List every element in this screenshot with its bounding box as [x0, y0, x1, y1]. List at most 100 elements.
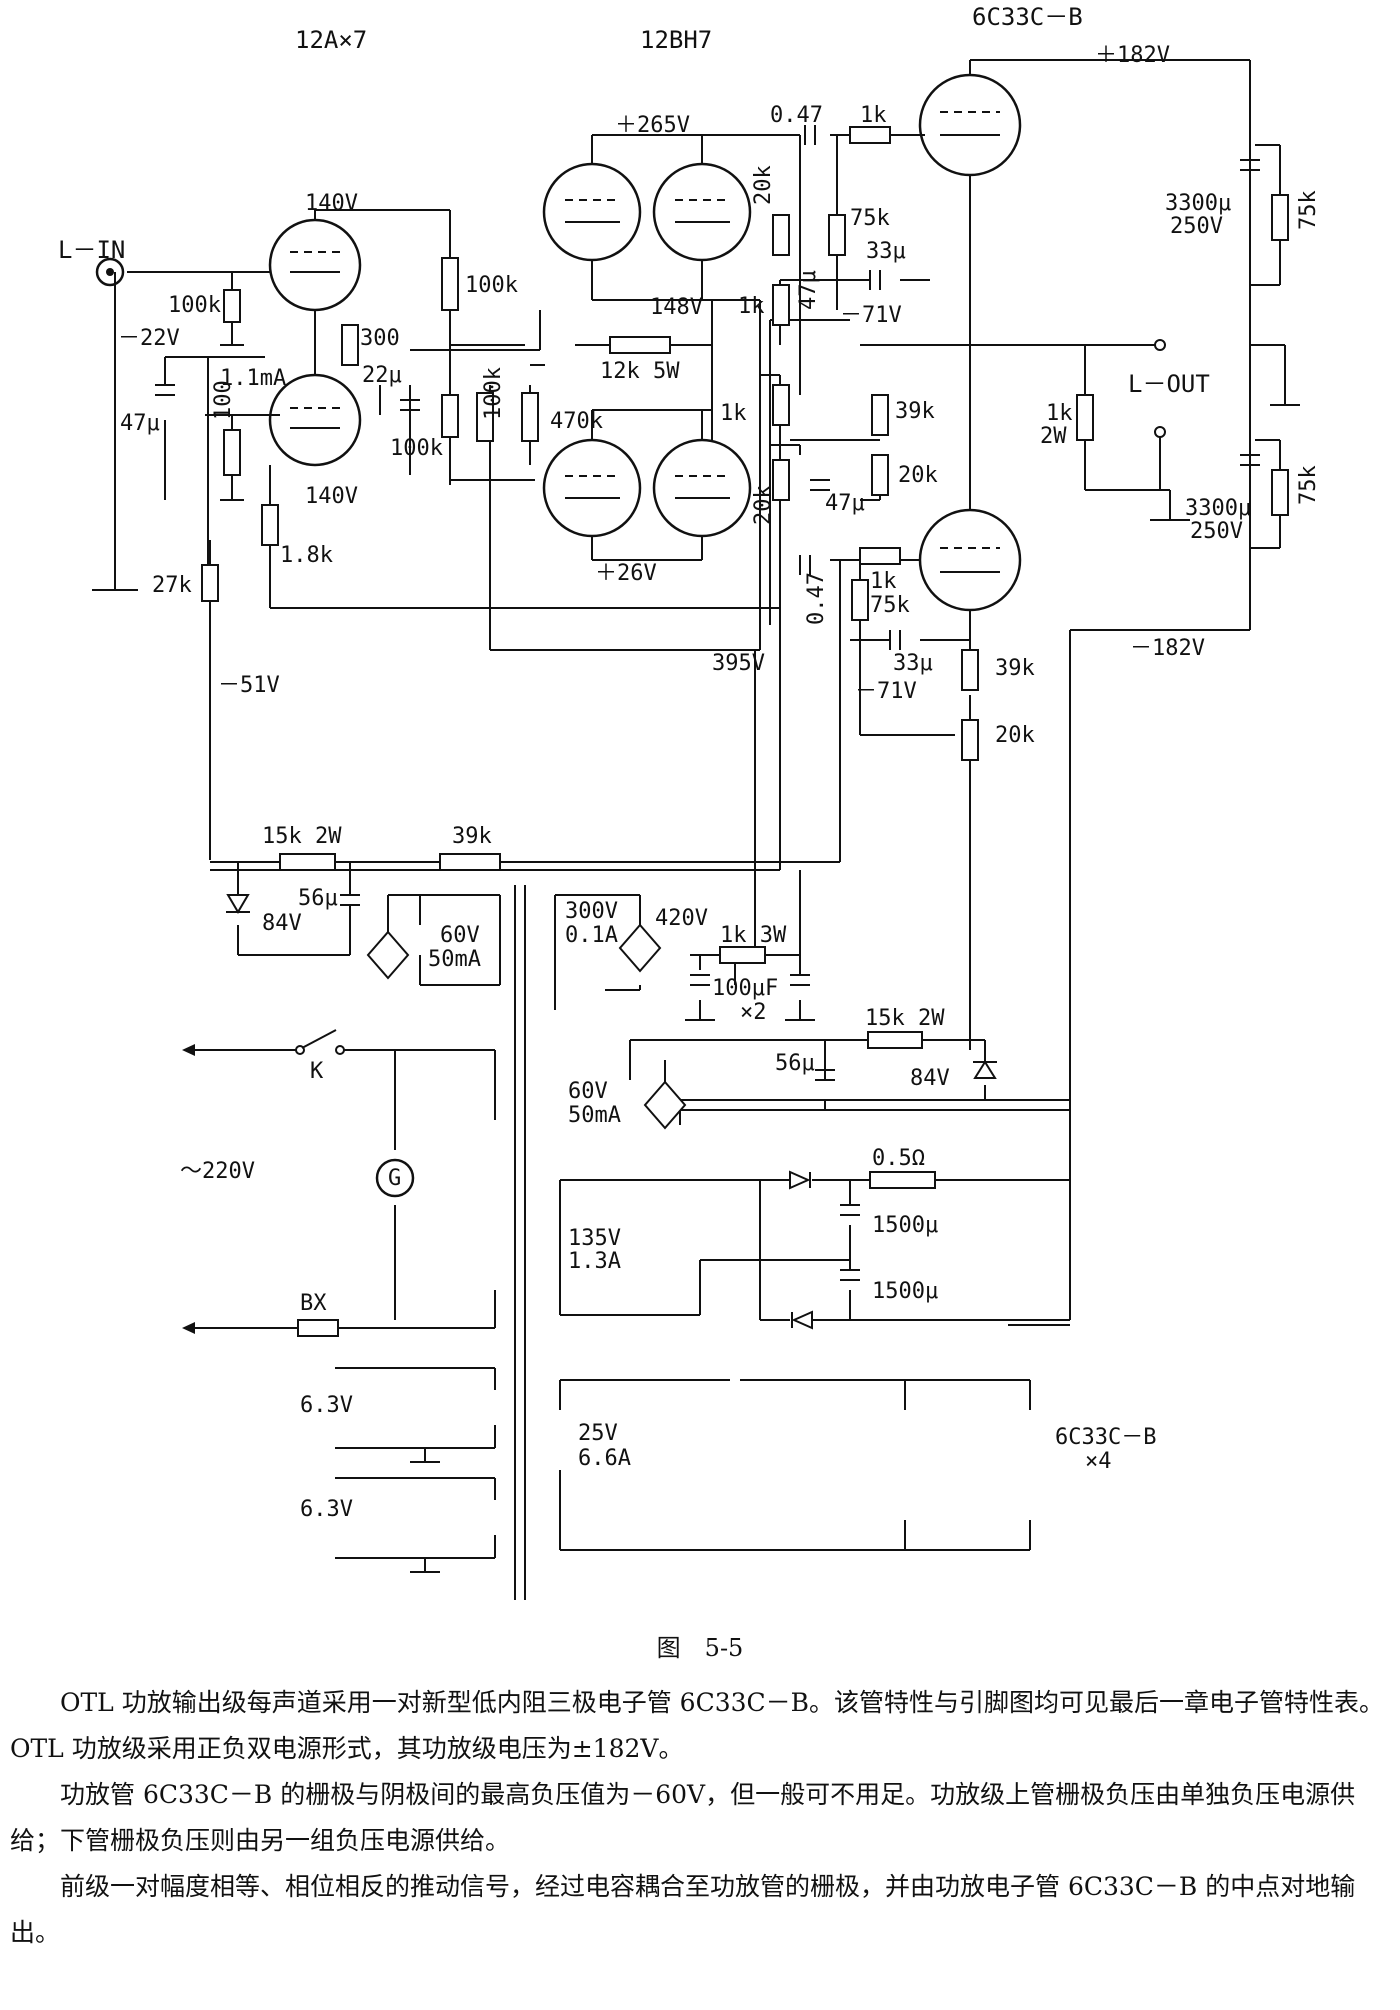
svg-text:×2: ×2 [740, 1000, 767, 1025]
input-jack-icon [95, 257, 125, 287]
svg-text:100k: 100k [390, 436, 443, 461]
svg-text:15k 2W: 15k 2W [865, 1006, 945, 1031]
svg-text:1k 3W: 1k 3W [720, 923, 787, 948]
svg-text:20k: 20k [751, 165, 776, 205]
svg-text:395V: 395V [712, 651, 765, 676]
svg-text:＋265V: ＋265V [615, 113, 690, 138]
neon-lamp-icon [375, 1158, 415, 1198]
svg-text:0.47: 0.47 [804, 572, 829, 625]
svg-text:1k: 1k [1046, 401, 1073, 426]
svg-text:6C33C－B: 6C33C－B [1055, 1425, 1156, 1450]
output-terminal-ground-icon [1154, 426, 1166, 438]
svg-text:84V: 84V [910, 1066, 950, 1091]
svg-text:1500μ: 1500μ [872, 1279, 938, 1304]
svg-text:6.6A: 6.6A [578, 1446, 631, 1471]
svg-text:39k: 39k [452, 824, 492, 849]
svg-text:＋26V: ＋26V [595, 561, 657, 586]
bridge-rectifier-icon [618, 923, 662, 973]
svg-text:1k: 1k [738, 294, 765, 319]
svg-text:33μ: 33μ [866, 239, 906, 264]
svg-text:1.3A: 1.3A [568, 1249, 621, 1274]
svg-text:－182V: －182V [1130, 636, 1205, 661]
svg-text:84V: 84V [262, 911, 302, 936]
bridge-rectifier-icon [366, 930, 410, 980]
svg-text:300V: 300V [565, 899, 618, 924]
svg-text:470k: 470k [550, 409, 603, 434]
switch-k-icon [301, 1029, 337, 1049]
input-terminal-label: L－IN [58, 236, 125, 264]
svg-text:0.5Ω: 0.5Ω [872, 1146, 925, 1171]
output-tube-6c33c-lower [918, 508, 1022, 612]
svg-text:250V: 250V [1170, 214, 1223, 239]
svg-text:148V: 148V [650, 295, 703, 320]
svg-text:33μ: 33μ [893, 651, 933, 676]
svg-text:22μ: 22μ [362, 363, 402, 388]
svg-text:20k: 20k [898, 463, 938, 488]
paragraph: 功放管 6C33C－B 的栅极与阴极间的最高负压值为－60V，但一般可不用足。功… [10, 1780, 1356, 1855]
svg-text:0.47: 0.47 [770, 103, 823, 128]
svg-text:G: G [388, 1166, 401, 1191]
svg-text:20k: 20k [751, 485, 776, 525]
svg-text:100μF: 100μF [712, 976, 778, 1001]
svg-text:47μ: 47μ [825, 491, 865, 516]
svg-text:20k: 20k [995, 723, 1035, 748]
svg-text:100: 100 [211, 380, 236, 420]
svg-text:420V: 420V [655, 906, 708, 931]
svg-text:15k 2W: 15k 2W [262, 824, 342, 849]
svg-text:3300μ: 3300μ [1185, 496, 1251, 521]
svg-text:K: K [310, 1059, 324, 1084]
schematic-labels: 12A×7 12BH7 6C33C－B L－IN L－OUT ＋182V －18… [58, 3, 1321, 1522]
body-text: OTL 功放输出级每声道采用一对新型低内阻三极电子管 6C33C－B。该管特性与… [10, 1680, 1390, 1956]
svg-text:50mA: 50mA [428, 947, 481, 972]
svg-text:＋182V: ＋182V [1095, 43, 1170, 68]
svg-text:1k: 1k [860, 103, 887, 128]
paragraph: 前级一对幅度相等、相位相反的推动信号，经过电容耦合至功放管的栅极，并由功放电子管… [10, 1872, 1356, 1947]
svg-text:75k: 75k [1296, 190, 1321, 230]
svg-text:1500μ: 1500μ [872, 1213, 938, 1238]
svg-text:3300μ: 3300μ [1165, 191, 1231, 216]
svg-text:27k: 27k [152, 573, 192, 598]
svg-text:6.3V: 6.3V [300, 1497, 353, 1522]
driver-tube-12bh7-upper [542, 162, 752, 262]
output-tube-label: 6C33C－B [972, 3, 1083, 31]
svg-text:1k: 1k [720, 401, 747, 426]
svg-text:25V: 25V [578, 1421, 618, 1446]
svg-text:2W: 2W [1040, 424, 1067, 449]
driver-tube-label: 12BH7 [640, 26, 712, 54]
svg-text:39k: 39k [995, 656, 1035, 681]
svg-text:12k 5W: 12k 5W [600, 359, 680, 384]
output-tube-6c33c-upper [918, 73, 1022, 177]
output-terminal-icon [1154, 339, 1166, 351]
svg-text:75k: 75k [850, 206, 890, 231]
input-tube-label: 12A×7 [295, 26, 367, 54]
svg-text:－71V: －71V [840, 303, 902, 328]
svg-text:100k: 100k [168, 293, 221, 318]
svg-text:60V: 60V [440, 923, 480, 948]
svg-text:140V: 140V [305, 484, 358, 509]
svg-text:56μ: 56μ [775, 1051, 815, 1076]
svg-text:6.3V: 6.3V [300, 1393, 353, 1418]
svg-text:140V: 140V [305, 191, 358, 216]
svg-text:300: 300 [360, 326, 400, 351]
svg-text:×4: ×4 [1085, 1449, 1112, 1474]
svg-text:47μ: 47μ [796, 270, 821, 310]
output-terminal-label: L－OUT [1128, 370, 1210, 398]
svg-text:1.8k: 1.8k [280, 543, 333, 568]
bridge-rectifier-icon [643, 1080, 687, 1130]
svg-text:47μ: 47μ [120, 411, 160, 436]
svg-text:56μ: 56μ [298, 886, 338, 911]
svg-text:－71V: －71V [855, 679, 917, 704]
svg-text:39k: 39k [895, 399, 935, 424]
svg-text:BX: BX [300, 1291, 327, 1316]
svg-text:60V: 60V [568, 1079, 608, 1104]
svg-text:135V: 135V [568, 1226, 621, 1251]
svg-text:100k: 100k [465, 273, 518, 298]
amplifier-schematic: 12A×7 12BH7 6C33C－B L－IN L－OUT ＋182V －18… [58, 3, 1321, 1600]
svg-text:1.1mA: 1.1mA [220, 366, 286, 391]
svg-text:250V: 250V [1190, 519, 1243, 544]
figure-caption: 图 5-5 [656, 1634, 744, 1662]
components [95, 125, 1289, 1600]
svg-text:100k: 100k [481, 367, 506, 420]
svg-text:－22V: －22V [118, 326, 180, 351]
svg-text:0.1A: 0.1A [565, 923, 618, 948]
